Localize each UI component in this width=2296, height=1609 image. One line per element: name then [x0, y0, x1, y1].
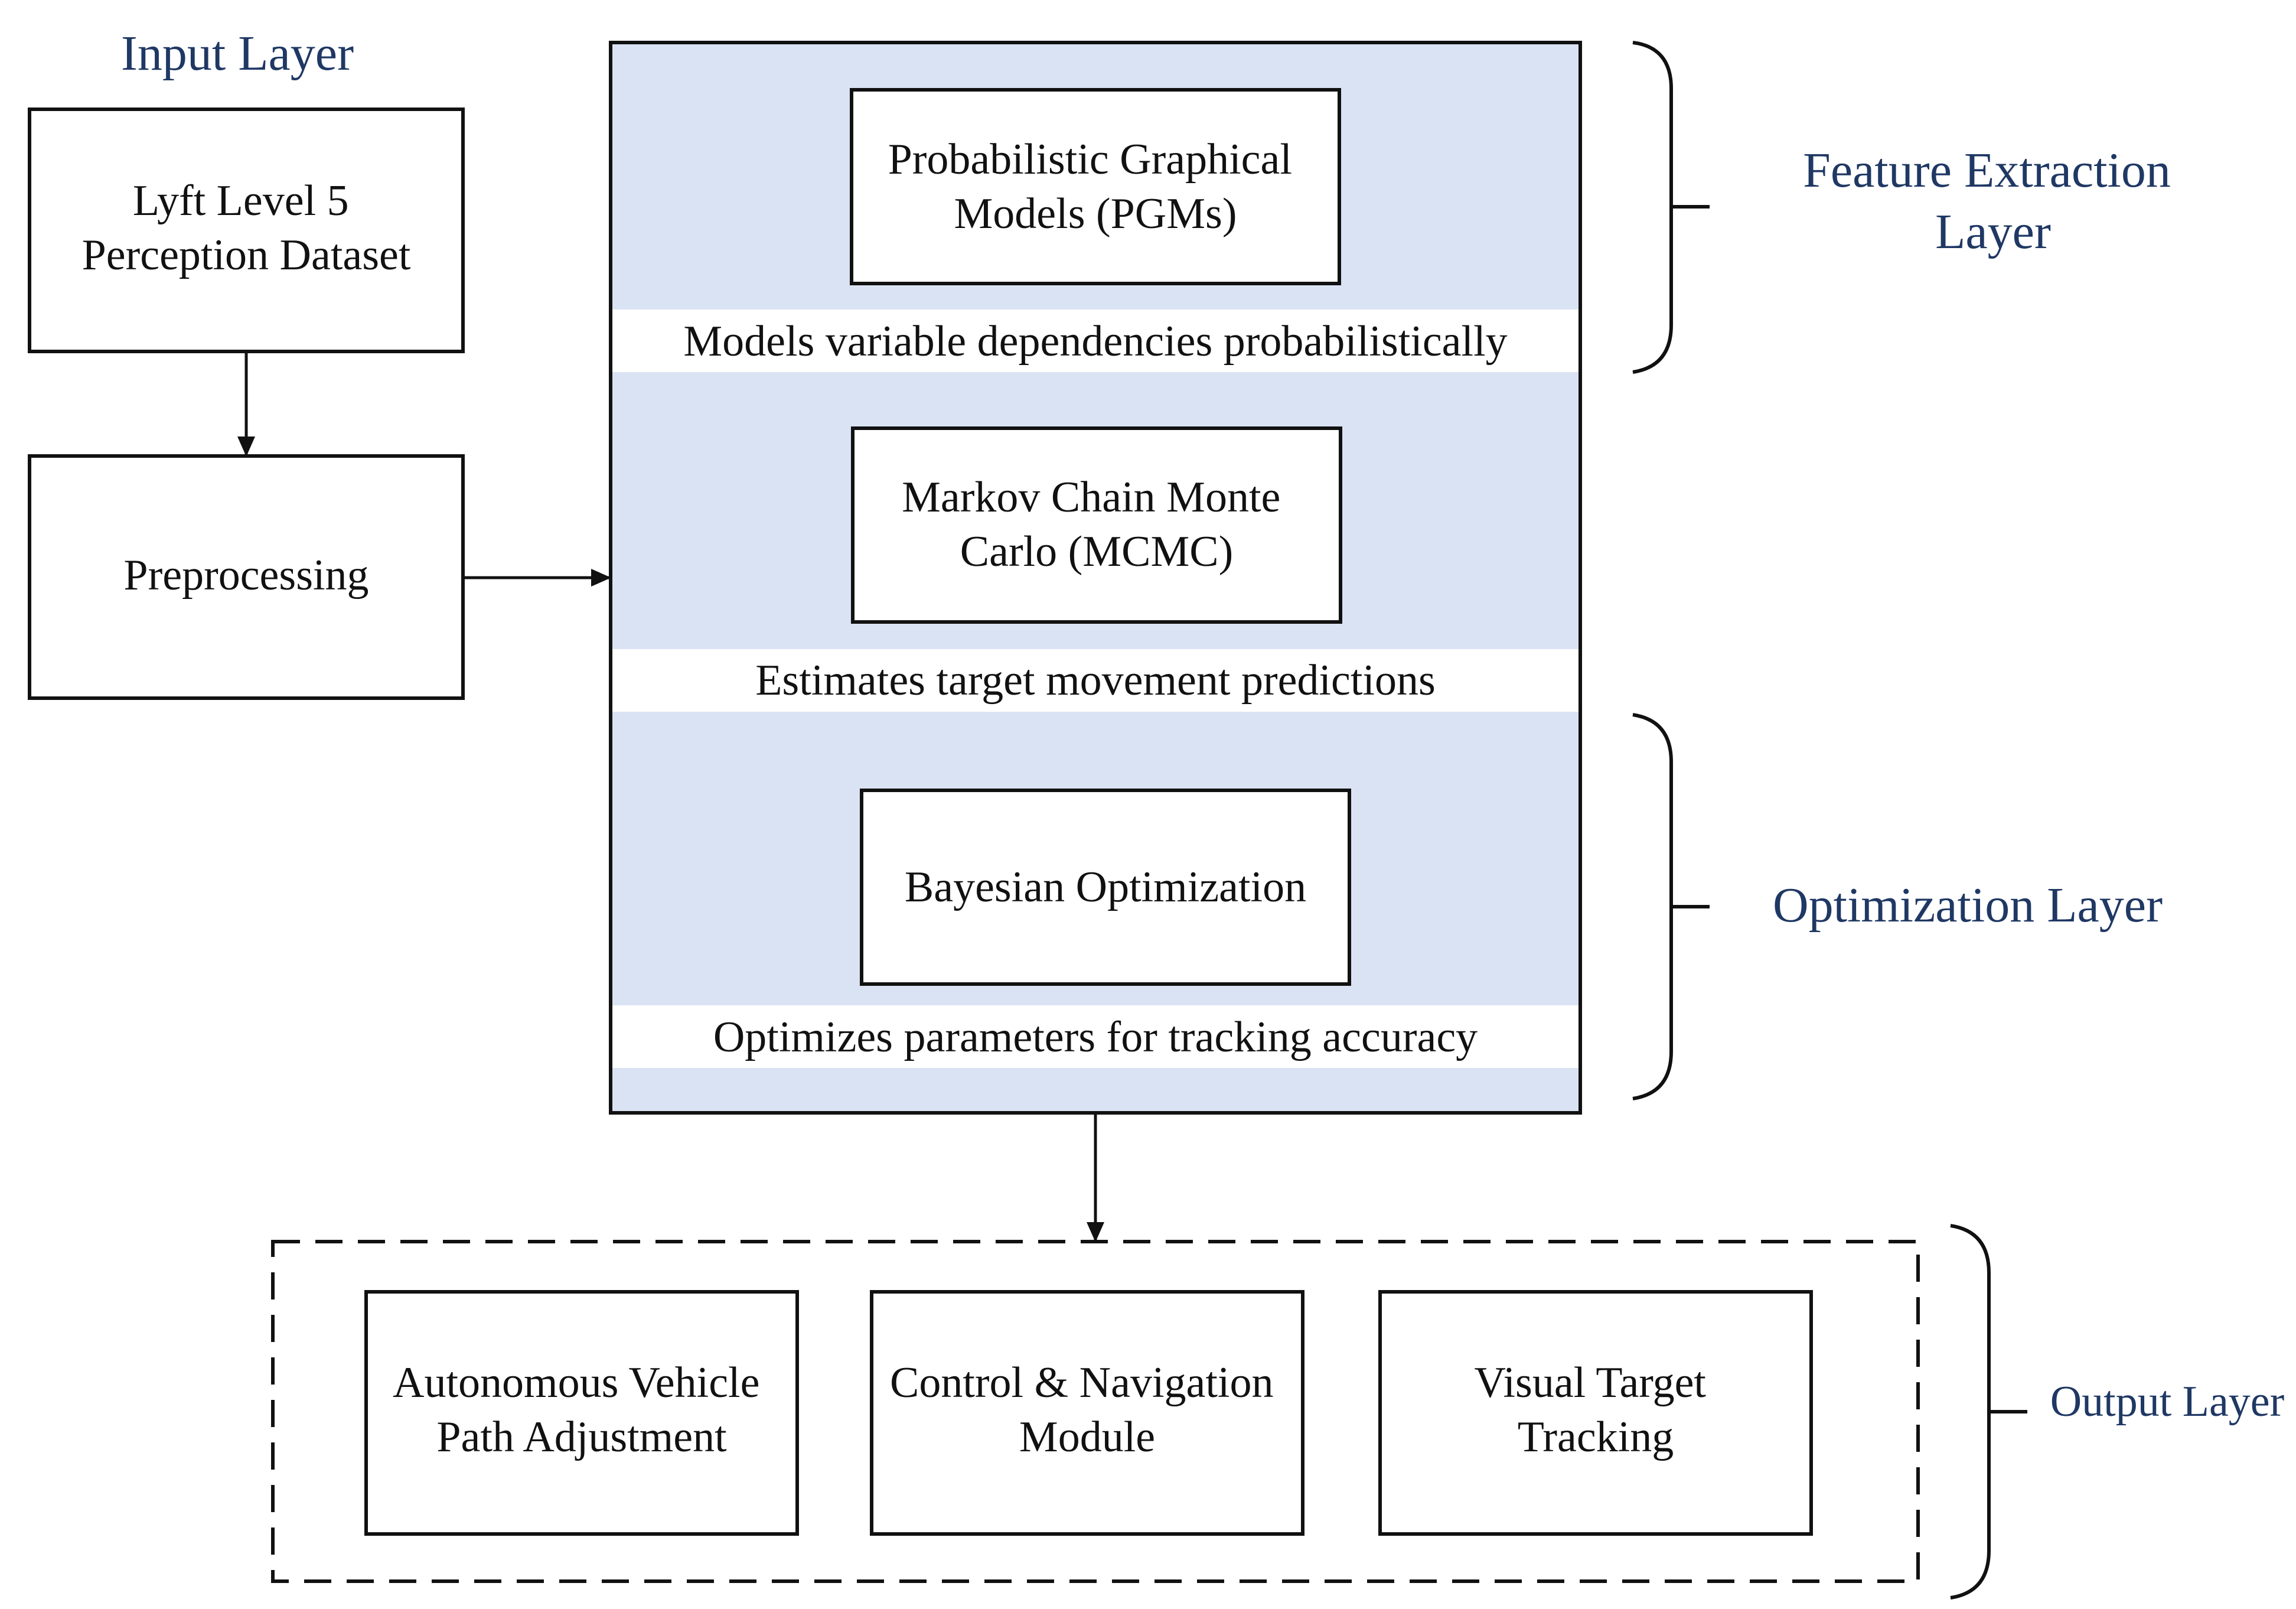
output-brace — [1950, 1224, 2027, 1600]
output-label-visual-tracking: Visual Target Tracking — [1474, 1359, 1717, 1461]
feature-extraction-layer-label: Feature Extraction Layer — [1803, 143, 2183, 259]
mcmc-box — [851, 426, 1342, 624]
bayesian-description: Optimizes parameters for tracking accura… — [713, 1013, 1478, 1061]
output-container — [271, 1240, 1920, 1583]
dataset-label: Lyft Level 5 Perception Dataset — [82, 177, 411, 279]
optimization-layer-label: Optimization Layer — [1773, 878, 2163, 933]
bayesian-label: Bayesian Optimization — [905, 863, 1306, 911]
feature-extraction-brace — [1632, 41, 1710, 374]
dataset-box — [28, 108, 465, 353]
output-label-path-adjustment: Autonomous Vehicle Path Adjustment — [393, 1359, 771, 1461]
pgm-description-band — [612, 310, 1578, 372]
output-layer-label: Output Layer — [2050, 1377, 2285, 1426]
bayesian-description-band — [612, 1005, 1578, 1068]
output-box-visual-tracking — [1378, 1290, 1813, 1536]
mcmc-description-band — [612, 649, 1578, 712]
pgm-label: Probabilistic Graphical Models (PGMs) — [888, 135, 1303, 238]
output-box-control-navigation — [870, 1290, 1304, 1536]
pgm-box — [850, 88, 1341, 285]
preprocessing-box — [28, 454, 465, 700]
mcmc-description: Estimates target movement predictions — [755, 656, 1436, 705]
optimization-brace — [1632, 713, 1710, 1100]
mcmc-label: Markov Chain Monte Carlo (MCMC) — [902, 473, 1292, 576]
input-layer-label: Input Layer — [121, 26, 354, 81]
preprocessing-label: Preprocessing — [123, 551, 368, 600]
bayesian-box — [860, 789, 1351, 986]
output-box-path-adjustment — [364, 1290, 799, 1536]
output-label-control-navigation: Control & Navigation Module — [890, 1359, 1284, 1461]
pgm-description: Models variable dependencies probabilist… — [683, 317, 1507, 366]
